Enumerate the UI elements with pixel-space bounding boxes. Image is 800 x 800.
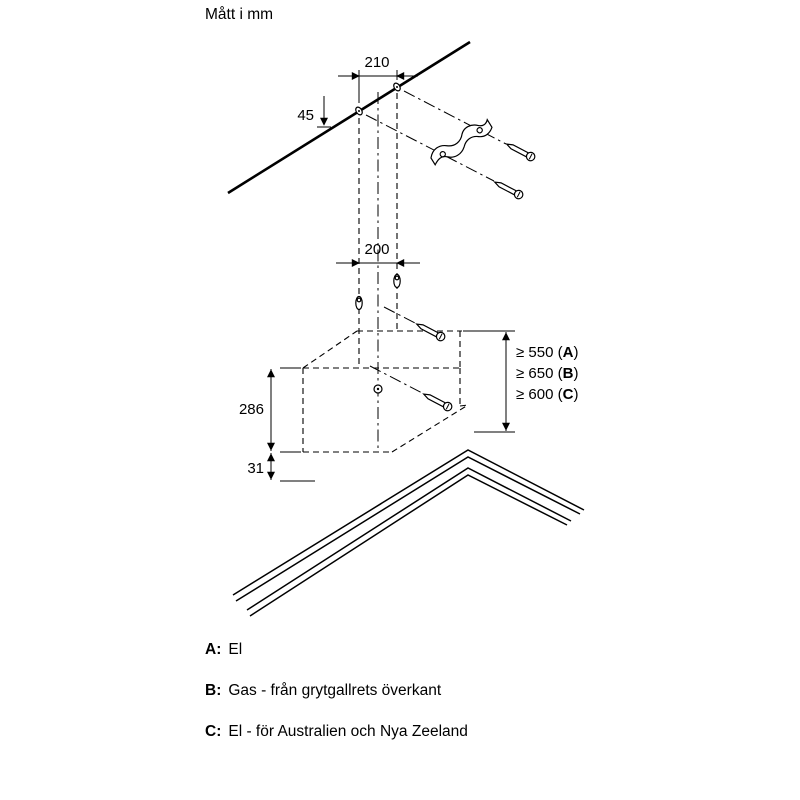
screw-icon [421, 389, 454, 413]
legend-item-b: B: Gas - från grytgallrets överkant [205, 682, 468, 700]
legend-key: A: [205, 641, 222, 658]
dimension-45: 45 [297, 96, 331, 128]
legend-item-c: C: El - för Australien och Nya Zeeland [205, 723, 468, 741]
legend-item-a: A: El [205, 641, 468, 659]
legend-key: B: [205, 682, 222, 699]
wall-screws [369, 306, 454, 413]
clearance-label-c: ≥ 600 (C) [516, 386, 578, 403]
hanging-slots [355, 273, 401, 311]
dim-label-200: 200 [364, 241, 389, 258]
screw-icon [504, 139, 537, 163]
dimension-286: 286 [239, 367, 301, 453]
hood-outline [302, 330, 469, 453]
screw-axis-line [365, 114, 495, 182]
dimension-210: 210 [338, 54, 418, 103]
dim-label-31: 31 [247, 460, 264, 477]
dim-label-286: 286 [239, 401, 264, 418]
dimension-200: 200 [336, 241, 420, 267]
legend: A:El B:Gas - från grytgallrets överkant … [205, 641, 468, 764]
page-title: Mått i mm [205, 6, 274, 23]
dim-label-210: 210 [364, 54, 389, 71]
dimension-31: 31 [247, 453, 315, 482]
screw-icon [492, 177, 525, 201]
chimney-guide-lines [358, 92, 398, 450]
clearance-label-a: ≥ 550 (A) [516, 344, 578, 361]
wall-mounting-holes [355, 82, 401, 116]
legend-text: El - för Australien och Nya Zeeland [228, 723, 468, 740]
cooktop-edge-lines [232, 449, 585, 617]
legend-key: C: [205, 723, 222, 740]
clearance-dimension: ≥ 550 (A) ≥ 650 (B) ≥ 600 (C) [463, 330, 578, 433]
legend-text: El [228, 641, 243, 658]
clearance-label-b: ≥ 650 (B) [516, 365, 578, 382]
bracket-assembly [365, 90, 537, 201]
screw-axis-line [403, 90, 507, 145]
legend-text: Gas - från grytgallrets överkant [228, 682, 442, 699]
mounting-bracket [430, 118, 493, 166]
wall-line [227, 40, 471, 195]
dim-label-45: 45 [297, 107, 314, 124]
